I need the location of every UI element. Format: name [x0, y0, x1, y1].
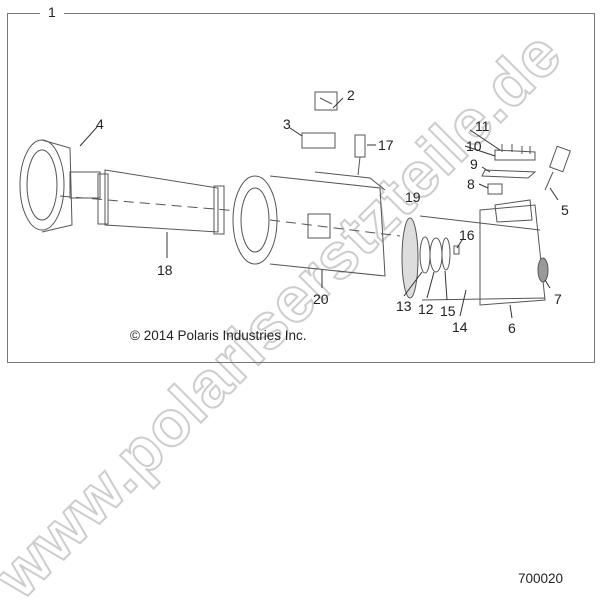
connector-part-2[interactable]: [314, 91, 338, 111]
callout-7[interactable]: 7: [554, 291, 562, 307]
plug-part-7[interactable]: [537, 257, 549, 283]
callout-16[interactable]: 16: [459, 227, 475, 243]
callout-5[interactable]: 5: [561, 202, 569, 218]
callout-10[interactable]: 10: [466, 138, 482, 154]
clip-part-16[interactable]: [453, 245, 460, 255]
bearing-part-12[interactable]: [429, 237, 443, 273]
copyright-notice: © 2014 Polaris Industries Inc.: [130, 328, 307, 343]
end-housing-part-6[interactable]: [419, 199, 546, 306]
plate-part-9[interactable]: [481, 169, 537, 179]
callout-18[interactable]: 18: [157, 262, 173, 278]
end-cap-part-4[interactable]: [19, 139, 101, 233]
o-ring-part-15[interactable]: [441, 237, 451, 271]
callout-11[interactable]: 11: [475, 118, 490, 134]
diagram-frame: [7, 13, 595, 363]
callout-8[interactable]: 8: [467, 176, 475, 192]
callout-4[interactable]: 4: [96, 116, 104, 132]
housing-part-20[interactable]: [232, 175, 401, 277]
plate-part-10[interactable]: [494, 149, 536, 161]
callout-15[interactable]: 15: [440, 303, 456, 319]
frame-label: 1: [40, 4, 64, 20]
callout-17[interactable]: 17: [378, 137, 394, 153]
bracket-part-8[interactable]: [487, 183, 503, 195]
exploded-view-drawing: [19, 91, 571, 319]
callout-20[interactable]: 20: [313, 291, 329, 307]
screws-part-11[interactable]: [501, 144, 531, 154]
callout-3[interactable]: 3: [283, 116, 291, 132]
callout-2[interactable]: 2: [347, 87, 355, 103]
callout-12[interactable]: 12: [418, 301, 434, 317]
figure-number: 700020: [518, 571, 564, 586]
callout-19[interactable]: 19: [405, 189, 421, 205]
callout-14[interactable]: 14: [452, 319, 468, 335]
wire-part-17[interactable]: [314, 134, 386, 191]
callout-13[interactable]: 13: [396, 298, 412, 314]
armature-part-18[interactable]: [59, 169, 251, 235]
sensor-part-5[interactable]: [544, 145, 571, 191]
callout-6[interactable]: 6: [508, 320, 516, 336]
gear-part-19[interactable]: [401, 217, 419, 299]
ring-part-13[interactable]: [419, 236, 431, 274]
callout-9[interactable]: 9: [470, 156, 478, 172]
cover-part-3[interactable]: [301, 132, 336, 149]
